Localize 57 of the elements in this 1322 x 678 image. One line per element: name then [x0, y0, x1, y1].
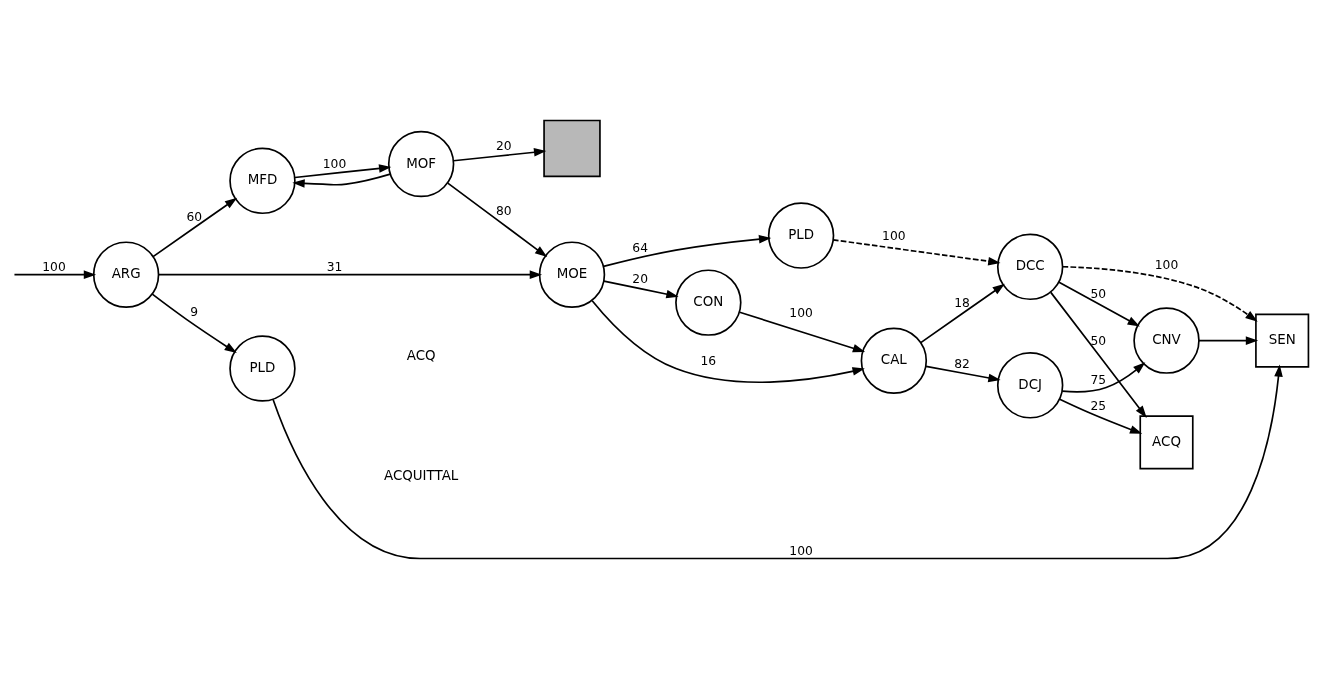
arrow	[1049, 291, 1147, 418]
edge-label: 50	[1090, 333, 1107, 348]
node-circle: MOE	[538, 240, 606, 308]
edge-label: 100	[789, 543, 813, 558]
edge-label: 31	[326, 259, 343, 274]
arrow	[294, 163, 392, 178]
arrow	[272, 363, 1283, 559]
node-circle: DCC	[996, 233, 1064, 300]
arrow	[738, 310, 866, 352]
edge-label: 18	[954, 295, 970, 310]
node-circle: MOF	[387, 130, 455, 197]
arrow	[591, 299, 865, 383]
edge-label: 64	[632, 240, 648, 255]
edge-label: 75	[1090, 372, 1107, 387]
arrow	[925, 365, 1001, 382]
edge-label: 25	[1090, 398, 1107, 413]
arrow	[1061, 361, 1146, 393]
arrow	[1198, 335, 1259, 345]
edge-label: 50	[1090, 286, 1107, 301]
edge-label: 16	[700, 353, 717, 368]
arrow	[603, 279, 679, 298]
arrow	[151, 292, 237, 353]
edge-label: 100	[882, 228, 906, 243]
node-circle: PLD	[229, 334, 296, 402]
node-circle: PLD	[767, 201, 835, 269]
label: ACQUITTAL	[383, 467, 459, 483]
node-circle: ARG	[92, 240, 160, 308]
edge-label: 100	[1154, 257, 1179, 272]
label: ACQ	[406, 347, 436, 363]
edge-label: 100	[42, 259, 66, 274]
arrow	[446, 181, 548, 257]
edge-label: 100	[789, 305, 813, 320]
edge-label: 100	[322, 156, 347, 171]
arrow	[832, 238, 1001, 265]
arrow	[157, 269, 543, 279]
arrow	[292, 172, 392, 188]
arrow	[1058, 280, 1140, 327]
node-circle: CAL	[860, 327, 928, 394]
node-circle: MFD	[229, 147, 296, 214]
edge-label: 60	[186, 209, 203, 224]
node-circle: DCJ	[996, 351, 1064, 419]
arrow	[1058, 397, 1143, 434]
edge-label: 20	[632, 271, 648, 286]
node-circle: CON	[675, 268, 742, 336]
node-box: ACQ	[1139, 414, 1194, 469]
arrow	[602, 234, 772, 267]
edge-label: 80	[496, 203, 512, 218]
node-box	[543, 119, 601, 177]
node-box: SEN	[1255, 313, 1310, 368]
edge-label: 9	[190, 304, 199, 319]
arrow	[1062, 265, 1258, 322]
edge-label: 20	[496, 138, 512, 153]
arrow	[452, 147, 547, 162]
arrow	[152, 197, 238, 257]
edge-label: 82	[954, 356, 970, 371]
arrow	[13, 269, 97, 279]
arrow	[920, 283, 1005, 343]
